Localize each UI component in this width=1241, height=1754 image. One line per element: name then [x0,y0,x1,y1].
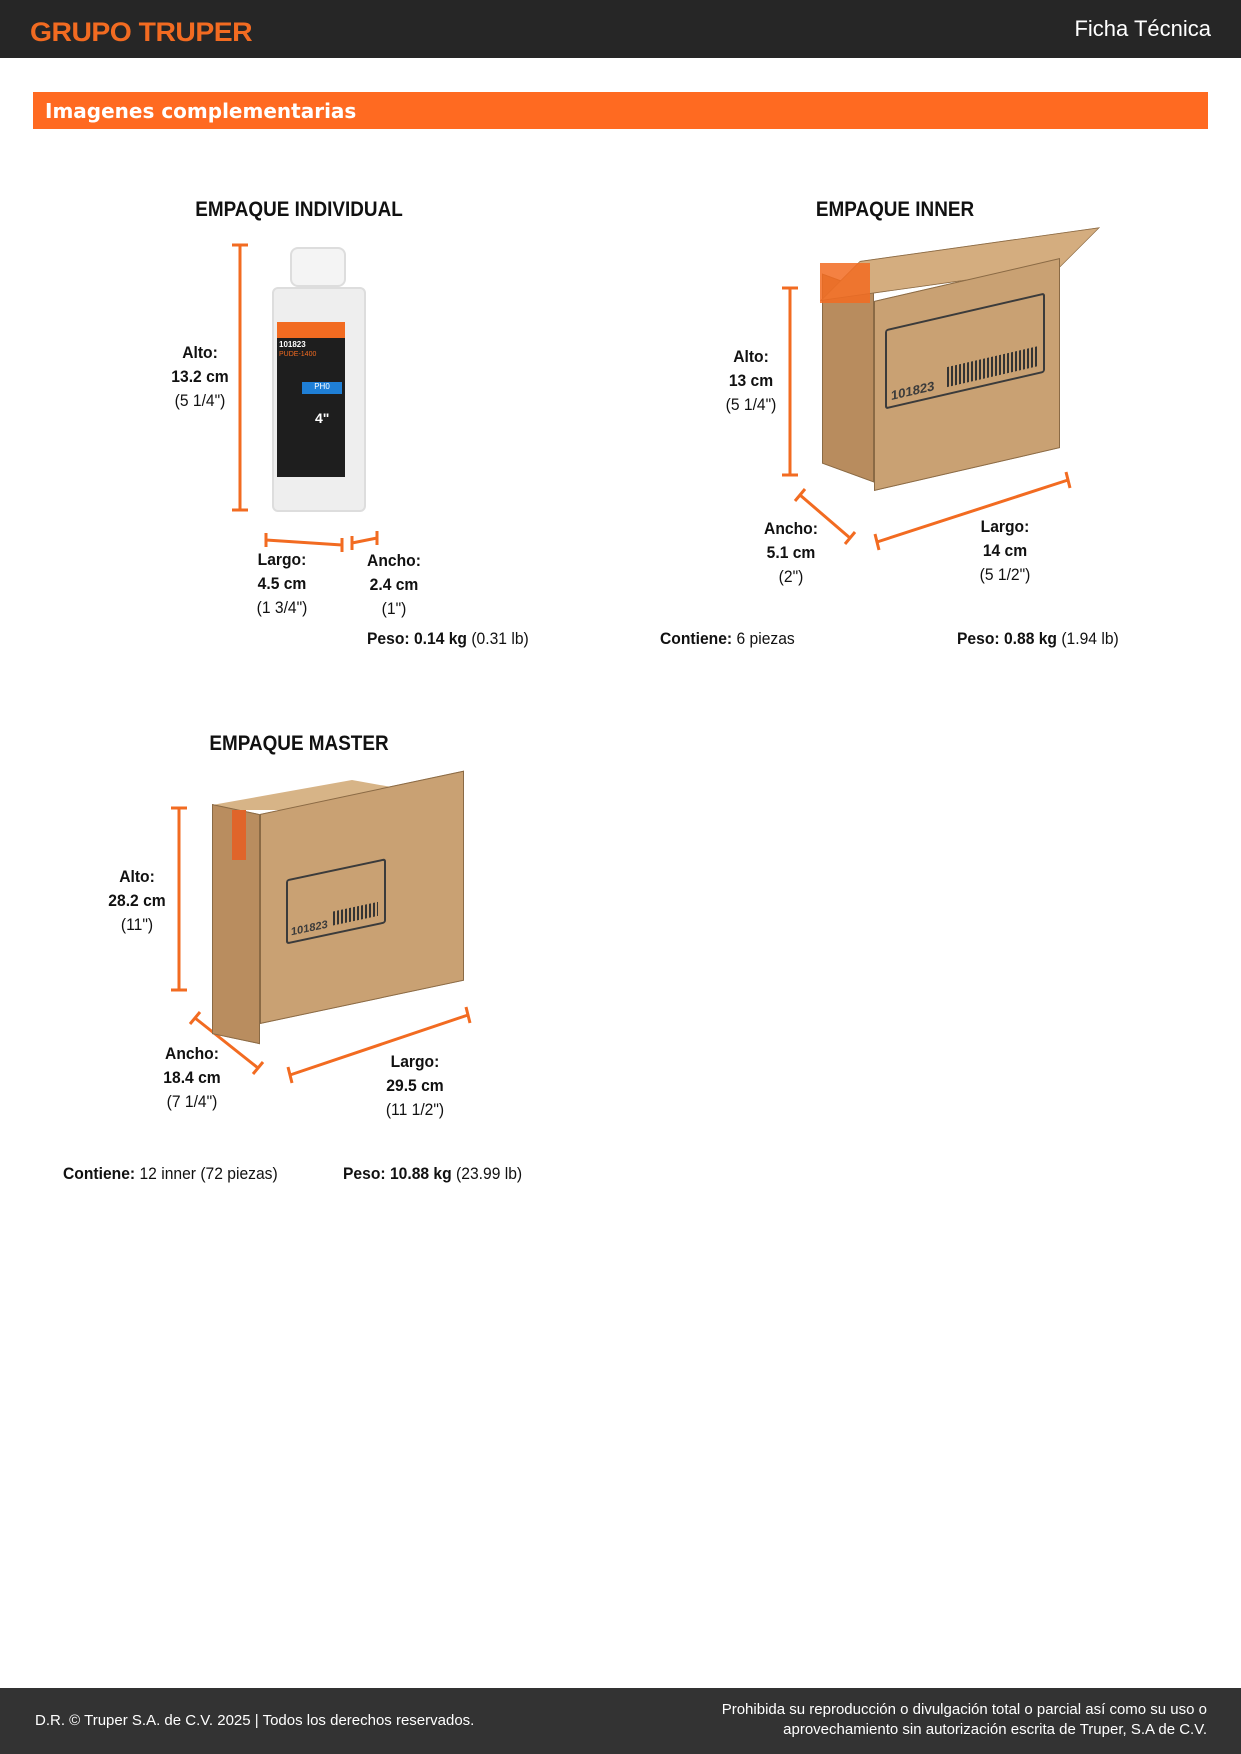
master-contiene: Contiene: 12 inner (72 piezas) [63,1164,278,1183]
footer-copyright: D.R. © Truper S.A. de C.V. 2025 | Todos … [35,1712,475,1729]
individual-largo: Largo:4.5 cm(1 3/4") [256,550,308,617]
inner-contiene: Contiene: 6 piezas [660,629,795,648]
pack-size: 4" [315,410,330,426]
individual-alto: Alto:13.2 cm(5 1/4") [171,343,229,410]
individual-peso: Peso: 0.14 kg (0.31 lb) [367,629,529,648]
master-box-code: 101823 [291,918,328,939]
inner-box-image: 101823 [820,227,1100,511]
inner-ancho: Ancho:5.1 cm(2") [764,519,818,586]
master-largo: Largo:29.5 cm(11 1/2") [385,1052,445,1119]
individual-package-image: 101823 PUDE-1400 4" PH0 [272,247,366,515]
inner-title: EMPAQUE INNER [815,198,975,221]
logo: GRUPO TRUPER [30,17,253,47]
pack-code: 101823 [279,340,306,349]
master-peso: Peso: 10.88 kg (23.99 lb) [343,1164,523,1183]
inner-alto: Alto:13 cm(5 1/4") [725,347,777,414]
individual-title: EMPAQUE INDIVIDUAL [195,198,403,221]
individual-ancho-line [350,531,379,550]
inner-box-code: 101823 [891,378,935,404]
footer-notice: Prohibida su reproducción o divulgación … [721,1701,1207,1738]
section-header: Imagenes complementarias [33,92,1208,129]
section-title: Imagenes complementarias [45,99,357,123]
inner-peso: Peso: 0.88 kg (1.94 lb) [957,629,1119,648]
master-ancho: Ancho:18.4 cm(7 1/4") [163,1044,221,1111]
header: GRUPO TRUPER Ficha Técnica [0,0,1241,58]
pack-model: PUDE-1400 [279,351,317,358]
document-title: Ficha Técnica [1074,16,1211,41]
pack-tag: PH0 [302,382,342,394]
individual-ancho: Ancho:2.4 cm(1") [367,551,421,618]
inner-largo: Largo:14 cm(5 1/2") [979,517,1031,584]
master-title: EMPAQUE MASTER [209,732,389,755]
master-alto: Alto:28.2 cm(11") [108,867,166,934]
footer: D.R. © Truper S.A. de C.V. 2025 | Todos … [0,1688,1241,1754]
master-box-image: 101823 [212,770,464,1045]
